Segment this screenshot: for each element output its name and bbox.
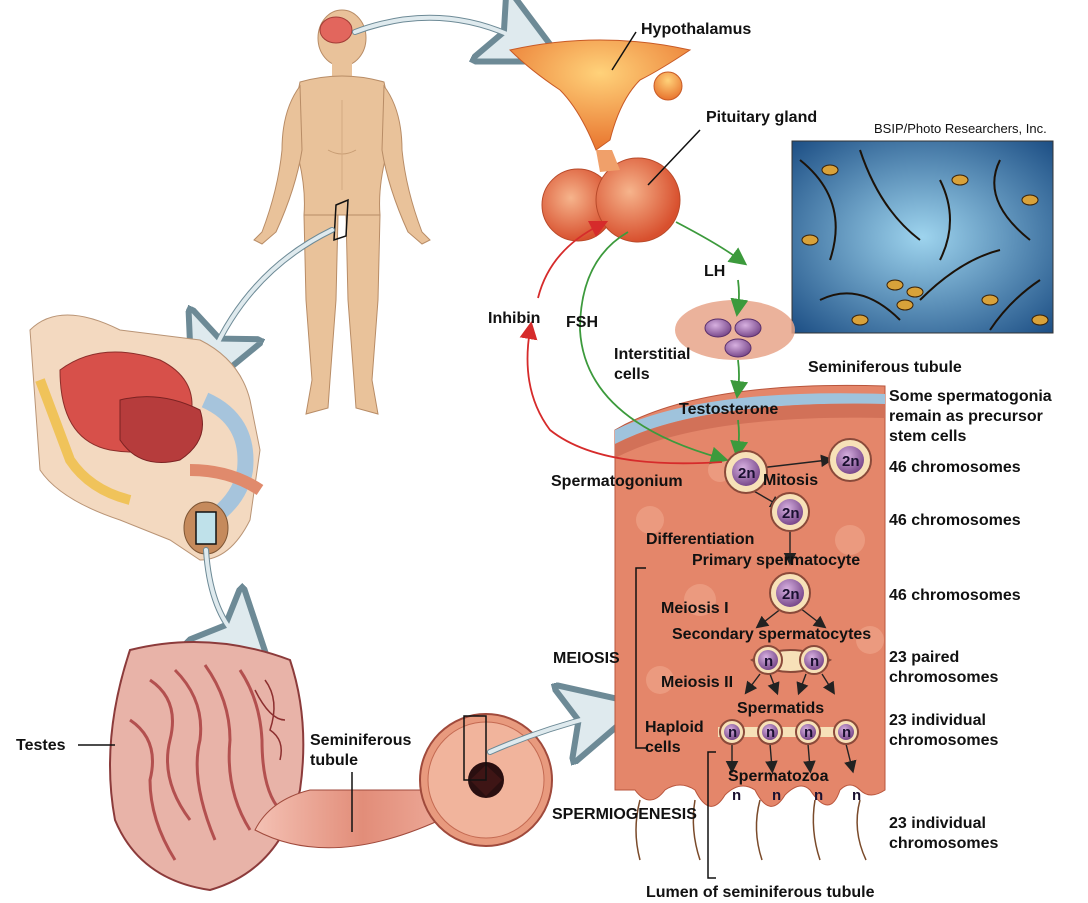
label-testosterone: Testosterone bbox=[679, 400, 778, 420]
label-lumen: Lumen of seminiferous tubule bbox=[646, 883, 874, 903]
cell-label-2n-b: 2n bbox=[842, 453, 860, 470]
label-testes: Testes bbox=[16, 736, 66, 756]
cell-label-2n-d: 2n bbox=[782, 586, 800, 603]
label-spermatozoa: Spermatozoa bbox=[728, 767, 828, 787]
cell-label-n-d: n bbox=[766, 724, 775, 741]
pituitary-shape bbox=[542, 150, 680, 242]
cell-label-n-h: n bbox=[772, 787, 781, 804]
note-23-paired: 23 paired chromosomes bbox=[889, 648, 1039, 688]
label-secondary-spermatocytes: Secondary spermatocytes bbox=[672, 625, 871, 645]
label-inhibin: Inhibin bbox=[488, 309, 540, 329]
cell-label-2n-c: 2n bbox=[782, 505, 800, 522]
testis-section bbox=[110, 642, 303, 890]
label-seminiferous-tubule-header: Seminiferous tubule bbox=[808, 358, 962, 378]
label-spermatids: Spermatids bbox=[737, 699, 824, 719]
cell-label-n-e: n bbox=[804, 724, 813, 741]
cell-label-n-c: n bbox=[728, 724, 737, 741]
cell-label-n-i: n bbox=[814, 787, 823, 804]
note-23-individual-b: 23 individual chromosomes bbox=[889, 814, 1039, 854]
note-stem-cells: Some spermatogonia remain as precursor s… bbox=[889, 387, 1069, 447]
note-46-chromosomes-c: 46 chromosomes bbox=[889, 586, 1021, 606]
label-meiosis: MEIOSIS bbox=[553, 649, 620, 669]
label-pituitary: Pituitary gland bbox=[706, 108, 817, 128]
cell-label-n-j: n bbox=[852, 787, 861, 804]
cell-label-2n-a: 2n bbox=[738, 465, 756, 482]
sperm-photo bbox=[792, 141, 1053, 333]
label-seminiferous-tubule: Seminiferous tubule bbox=[310, 731, 430, 771]
label-spermatogonium: Spermatogonium bbox=[551, 472, 683, 492]
label-interstitial: Interstitial cells bbox=[614, 345, 724, 385]
label-spermiogenesis: SPERMIOGENESIS bbox=[552, 805, 697, 825]
photo-credit: BSIP/Photo Researchers, Inc. bbox=[874, 121, 1047, 136]
label-lh: LH bbox=[704, 262, 725, 282]
label-haploid: Haploid cells bbox=[645, 718, 707, 758]
cell-label-n-f: n bbox=[842, 724, 851, 741]
hypothalamus-shape bbox=[510, 40, 690, 150]
label-mitosis: Mitosis bbox=[763, 471, 818, 491]
note-46-chromosomes-a: 46 chromosomes bbox=[889, 458, 1021, 478]
label-differentiation: Differentiation bbox=[646, 530, 754, 550]
label-meiosis-1: Meiosis I bbox=[661, 599, 729, 619]
pelvis-section bbox=[30, 315, 260, 560]
label-meiosis-2: Meiosis II bbox=[661, 673, 733, 693]
note-46-chromosomes-b: 46 chromosomes bbox=[889, 511, 1021, 531]
label-fsh: FSH bbox=[566, 313, 598, 333]
note-23-individual-a: 23 individual chromosomes bbox=[889, 711, 1039, 751]
cell-label-n-b: n bbox=[810, 653, 819, 670]
cell-label-n-a: n bbox=[764, 653, 773, 670]
human-figure bbox=[254, 10, 430, 414]
cell-label-n-g: n bbox=[732, 787, 741, 804]
label-primary-spermatocyte: Primary spermatocyte bbox=[692, 551, 860, 571]
label-hypothalamus: Hypothalamus bbox=[641, 20, 751, 40]
